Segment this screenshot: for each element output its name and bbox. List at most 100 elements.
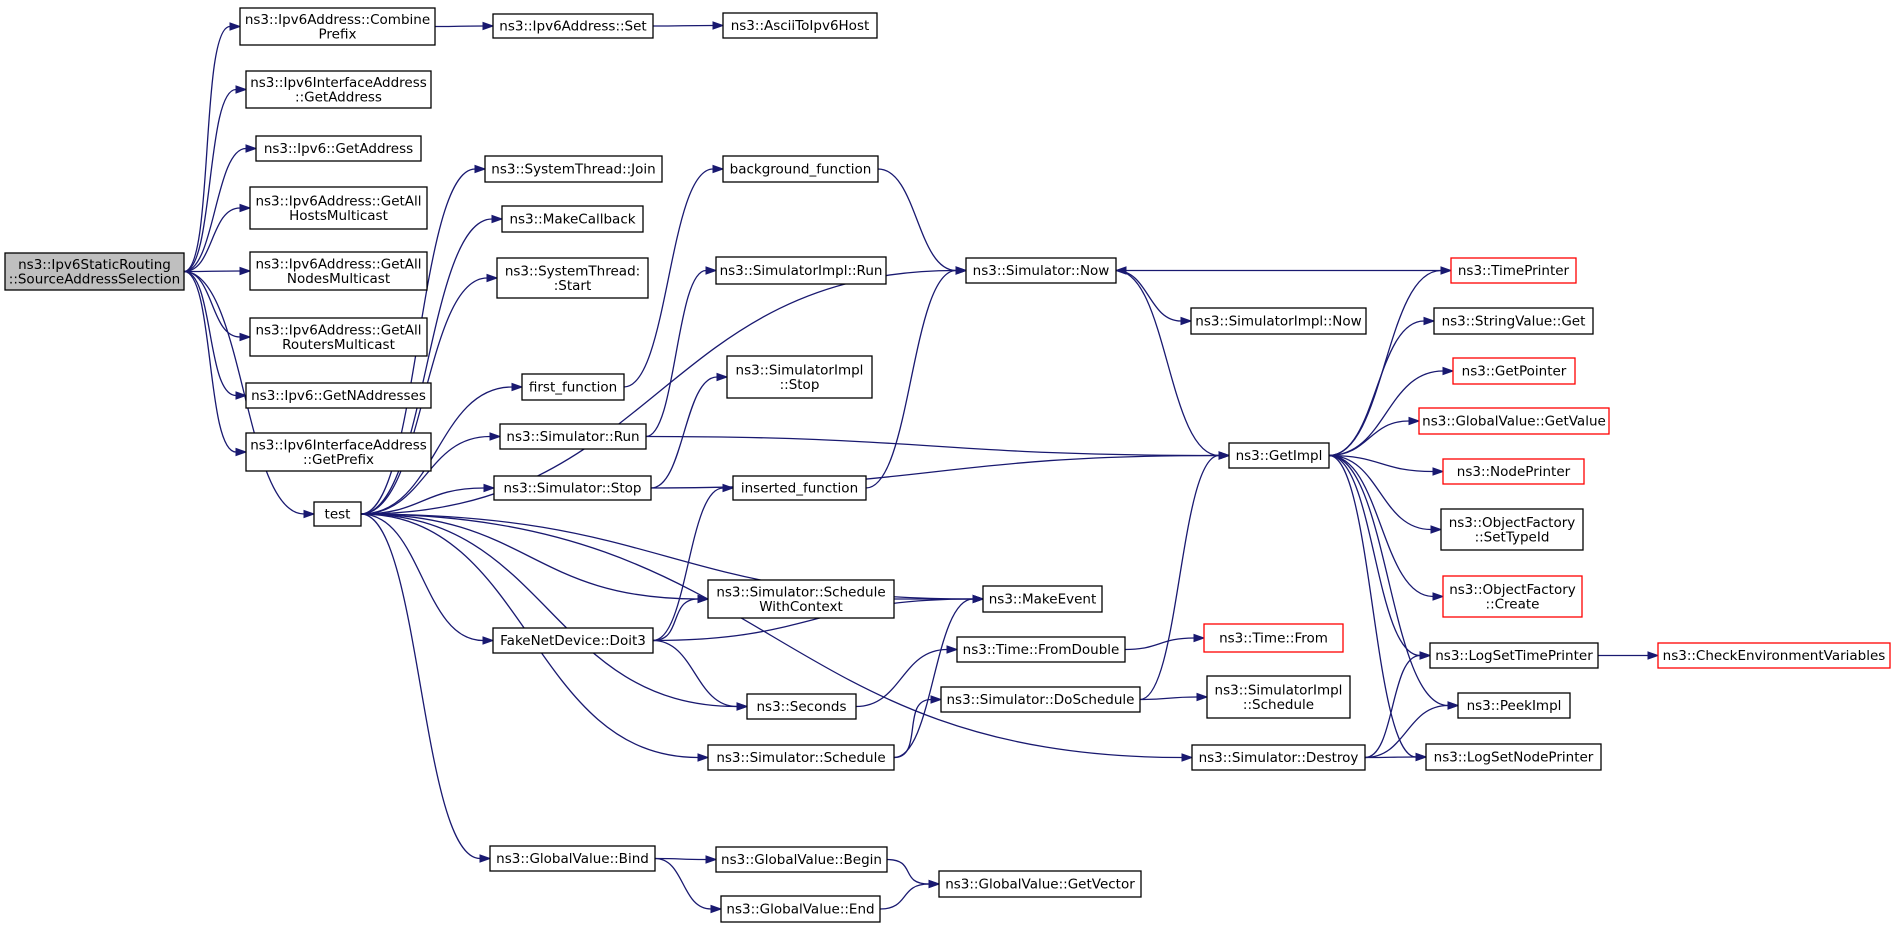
edge-get-impl-to-factory-create (1328, 454, 1445, 601)
node-label: ns3::Ipv6InterfaceAddress (250, 437, 427, 453)
node-label: FakeNetDevice::Doit3 (500, 633, 646, 649)
arrowhead (1447, 701, 1460, 710)
node-simimpl-now[interactable]: ns3::SimulatorImpl::Now (1190, 307, 1367, 335)
node-inserted-function[interactable]: inserted_function (732, 475, 867, 501)
node-globalvalue-bind[interactable]: ns3::GlobalValue::Bind (489, 845, 656, 872)
edge-source-address-selection-to-iface-get-address (183, 85, 248, 273)
node-get-n-addresses[interactable]: ns3::Ipv6::GetNAddresses (245, 382, 432, 409)
edge-line (183, 147, 247, 273)
node-ipv6-get-address[interactable]: ns3::Ipv6::GetAddress (255, 135, 422, 162)
node-seconds[interactable]: ns3::Seconds (746, 693, 857, 720)
node-iface-get-address[interactable]: ns3::Ipv6InterfaceAddress::GetAddress (245, 70, 432, 109)
edge-line (183, 270, 305, 515)
node-label: ns3::SystemThread::Join (491, 162, 655, 178)
node-iface-get-prefix[interactable]: ns3::Ipv6InterfaceAddress::GetPrefix (245, 432, 432, 472)
node-label: ns3::SimulatorImpl::Now (1195, 314, 1361, 330)
arrowhead (1180, 316, 1193, 326)
node-globalvalue-getvector[interactable]: ns3::GlobalValue::GetVector (938, 870, 1142, 898)
node-label: ::Schedule (1243, 697, 1314, 713)
arrowhead (710, 904, 723, 914)
node-simulator-stop[interactable]: ns3::Simulator::Stop (493, 475, 652, 501)
edge-fake-net-device-doit3-to-inserted-function (652, 483, 735, 642)
edge-get-impl-to-node-printer (1328, 454, 1445, 476)
edge-line (1115, 269, 1220, 457)
node-log-set-time-printer[interactable]: ns3::LogSetTimePrinter (1429, 642, 1599, 669)
node-simulator-run[interactable]: ns3::Simulator::Run (499, 423, 647, 450)
node-globalvalue-begin[interactable]: ns3::GlobalValue::Begin (715, 846, 888, 873)
node-simimpl-stop[interactable]: ns3::SimulatorImpl::Stop (726, 355, 873, 399)
edge-test-to-fake-net-device-doit3 (360, 513, 495, 645)
edge-source-address-selection-to-test (183, 270, 316, 519)
node-fake-net-device-doit3[interactable]: FakeNetDevice::Doit3 (492, 627, 654, 654)
arrowhead (482, 636, 495, 645)
edge-test-to-first-function (360, 382, 524, 515)
node-source-address-selection[interactable]: ns3::Ipv6StaticRouting::SourceAddressSel… (4, 252, 185, 291)
node-time-printer[interactable]: ns3::TimePrinter (1450, 257, 1577, 284)
node-log-set-node-printer[interactable]: ns3::LogSetNodePrinter (1425, 743, 1602, 771)
edge-fake-net-device-doit3-to-schedule-with-context (652, 594, 710, 642)
edge-line (360, 435, 491, 515)
node-label: ns3::NodePrinter (1457, 464, 1571, 480)
node-simimpl-run[interactable]: ns3::SimulatorImpl::Run (715, 256, 887, 285)
edge-line (1328, 454, 1432, 531)
node-peek-impl[interactable]: ns3::PeekImpl (1457, 692, 1571, 719)
node-simimpl-schedule[interactable]: ns3::SimulatorImpl::Schedule (1206, 675, 1351, 719)
node-box (1450, 257, 1577, 284)
edge-line (1364, 654, 1421, 759)
arrowhead (1647, 651, 1660, 660)
node-label: ns3::Simulator::Destroy (1199, 750, 1359, 766)
edge-line (360, 218, 493, 515)
edge-source-address-selection-to-combine-prefix (183, 22, 242, 273)
node-check-env-vars[interactable]: ns3::CheckEnvironmentVariables (1657, 642, 1891, 669)
arrowhead (712, 21, 725, 30)
node-label: ns3::Ipv6Address::GetAll (255, 322, 421, 338)
edge-test-to-simulator-stop (360, 483, 496, 515)
node-make-callback[interactable]: ns3::MakeCallback (501, 205, 644, 233)
node-thread-start[interactable]: ns3::SystemThread::Start (496, 257, 649, 299)
node-factory-create[interactable]: ns3::ObjectFactory::Create (1442, 575, 1583, 618)
node-first-function[interactable]: first_function (521, 373, 625, 401)
node-simulator-now[interactable]: ns3::Simulator::Now (965, 257, 1117, 284)
node-box (1228, 442, 1330, 469)
edge-get-impl-to-stringvalue-get (1328, 316, 1436, 457)
arrowhead (229, 22, 242, 31)
node-box (956, 636, 1126, 663)
node-time-from-double[interactable]: ns3::Time::FromDouble (956, 636, 1126, 663)
edge-line (877, 168, 957, 272)
edge-line (650, 376, 718, 489)
edge-line (360, 513, 1183, 759)
node-box (249, 186, 428, 230)
node-ascii-to-ipv6-host[interactable]: ns3::AsciiToIpv6Host (722, 12, 878, 39)
node-get-impl[interactable]: ns3::GetImpl (1228, 442, 1330, 469)
edge-line (183, 270, 237, 453)
node-globalvalue-getvalue[interactable]: ns3::GlobalValue::GetValue (1418, 407, 1610, 435)
node-get-pointer[interactable]: ns3::GetPointer (1452, 357, 1576, 385)
node-node-printer[interactable]: ns3::NodePrinter (1442, 458, 1585, 485)
node-box (492, 627, 654, 654)
arrowhead (479, 854, 492, 863)
node-background-function[interactable]: background_function (722, 155, 879, 183)
node-box (245, 382, 432, 409)
node-ipv6address-set[interactable]: ns3::Ipv6Address::Set (492, 13, 654, 39)
node-simulator-schedule[interactable]: ns3::Simulator::Schedule (707, 744, 895, 771)
node-simulator-do-schedule[interactable]: ns3::Simulator::DoSchedule (940, 686, 1141, 713)
node-box (722, 12, 878, 39)
node-simulator-destroy[interactable]: ns3::Simulator::Destroy (1191, 744, 1366, 771)
arrowhead (239, 266, 252, 276)
node-thread-join[interactable]: ns3::SystemThread::Join (484, 155, 663, 183)
arrowhead (235, 391, 248, 400)
node-globalvalue-end[interactable]: ns3::GlobalValue::End (720, 895, 881, 923)
node-box (1425, 743, 1602, 771)
edge-source-address-selection-to-all-hosts-multicast (183, 203, 252, 273)
node-factory-settypeid[interactable]: ns3::ObjectFactory::SetTypeId (1440, 508, 1584, 551)
node-time-from[interactable]: ns3::Time::From (1203, 623, 1344, 653)
node-test[interactable]: test (313, 501, 362, 527)
node-make-event[interactable]: ns3::MakeEvent (982, 585, 1103, 613)
node-box (715, 846, 888, 873)
node-stringvalue-get[interactable]: ns3::StringValue::Get (1433, 307, 1594, 335)
